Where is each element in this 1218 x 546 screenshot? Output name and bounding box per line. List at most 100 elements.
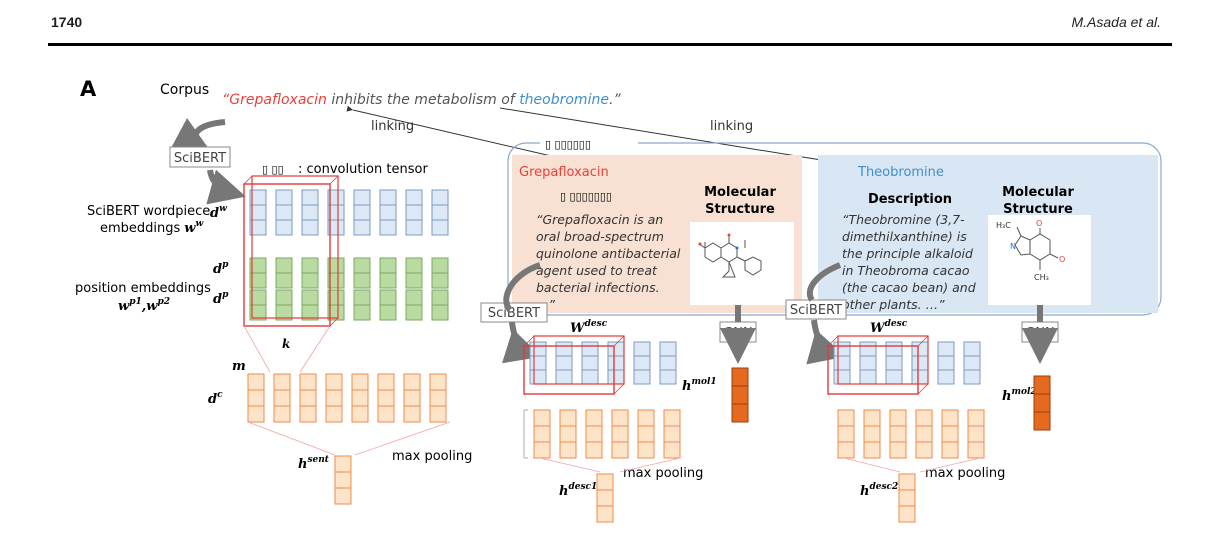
svg-text:(the cacao bean) and: (the cacao bean) and — [842, 280, 976, 295]
tensor-edge — [523, 335, 535, 347]
drug2-atom-labels: H₃C O O N CH₃ — [996, 219, 1065, 282]
svg-text:hdesc1: hdesc1 — [559, 482, 597, 499]
drug2-name: Theobromine — [857, 165, 944, 180]
wordpiece-embedding-cell — [301, 219, 319, 236]
drug2-desc-embedding-cell — [937, 341, 955, 357]
max-pooling-label-drug1: max pooling — [623, 466, 703, 481]
h-desc2-cell — [898, 473, 916, 491]
drug1-desc-embedding-cell — [607, 355, 625, 371]
running-header-authors: M.Asada et al. — [1071, 14, 1162, 30]
drug1-desc-embedding-cell — [581, 369, 599, 385]
conv-feature-cell — [299, 405, 317, 423]
position-embedding-cell — [431, 289, 449, 306]
tensor-edge — [329, 317, 339, 327]
panel-label: A — [80, 77, 97, 101]
svg-text:hmol2: hmol2 — [1002, 387, 1037, 404]
pool-projection — [539, 457, 601, 473]
conv-feature-cell — [429, 405, 447, 423]
h-sent-cell — [334, 471, 352, 489]
drug2-conv-cell — [915, 425, 933, 443]
position-embedding-cell — [327, 272, 345, 289]
drug2-desc-embedding-cell — [833, 355, 851, 371]
svg-text:O: O — [1036, 219, 1042, 228]
conv-feature-cell — [299, 373, 317, 391]
drug2-desc-embedding-cell — [859, 341, 877, 357]
conv-feature-cell — [247, 389, 265, 407]
conv-feature-cell — [403, 389, 421, 407]
position-embedding-cell — [353, 272, 371, 289]
conv-feature-cell — [299, 389, 317, 407]
position-embedding-cell — [431, 257, 449, 274]
sentence-drug2: theobromine — [519, 92, 609, 108]
position-embedding-cell — [249, 304, 267, 321]
drug1-desc-embedding-cell — [607, 369, 625, 385]
wordpiece-embedding-cell — [379, 189, 397, 206]
position-embedding-cell — [275, 257, 293, 274]
svg-text:“Theobromine (3,7-: “Theobromine (3,7- — [842, 212, 965, 227]
drug1-desc-embedding-cell — [633, 355, 651, 371]
wordpiece-embedding-cell — [431, 204, 449, 221]
position-embedding-cell — [301, 272, 319, 289]
h-desc2-cell — [898, 489, 916, 507]
corpus-label: Corpus — [160, 82, 209, 98]
svg-text:CH₃: CH₃ — [1034, 273, 1049, 282]
svg-text:quinolone antibacterial: quinolone antibacterial — [536, 246, 681, 261]
drug1-molecule-drawing — [698, 236, 762, 278]
drug2-conv-cell — [941, 425, 959, 443]
svg-text:“Grepafloxacin is an: “Grepafloxacin is an — [536, 212, 663, 227]
drug1-desc-embedding-cell — [659, 355, 677, 371]
position-embedding-cell — [405, 257, 423, 274]
corpus-sentence: “Grepafloxacin inhibits the metabolism o… — [222, 92, 621, 108]
svg-text:agent used to treat: agent used to treat — [536, 263, 658, 278]
wordpiece-label: SciBERT wordpiece — [87, 204, 210, 219]
drug1-desc-embedding-cell — [529, 341, 547, 357]
wordpiece-embedding-cell — [431, 189, 449, 206]
svg-text:dimethilxanthine) is: dimethilxanthine) is — [842, 229, 967, 244]
tensor-edge — [613, 383, 625, 395]
drug2-desc-embedding-cell — [885, 355, 903, 371]
drug1-conv-cell — [663, 441, 681, 459]
drug2-desc-embedding-cell — [937, 369, 955, 385]
conv-feature-cell — [351, 373, 369, 391]
drug2-conv-cell — [915, 441, 933, 459]
wordpiece-embedding-cell — [301, 189, 319, 206]
drug1-desc-embedding-cell — [581, 355, 599, 371]
conv-feature-cell — [377, 373, 395, 391]
database-title: ▯ ▯▯▯▯▯▯ — [545, 138, 591, 151]
conv-feature-cell — [403, 405, 421, 423]
wordpiece-embedding-cell — [249, 219, 267, 236]
svg-text:dw: dw — [210, 204, 227, 221]
pool-projection — [919, 457, 981, 473]
drug2-molecule-drawing — [1014, 226, 1059, 270]
drug1-conv-cell — [533, 425, 551, 443]
sentence-drug1: Grepafloxacin — [229, 92, 327, 108]
drug2-desc-embedding-cell — [963, 369, 981, 385]
conv-feature-cell — [429, 373, 447, 391]
drug1-desc-embedding-cell — [659, 369, 677, 385]
linking-label-1: linking — [371, 119, 414, 134]
drug2-desc-embedding-cell — [885, 341, 903, 357]
svg-text:SciBERT: SciBERT — [174, 151, 226, 166]
svg-text:SciBERT: SciBERT — [488, 306, 540, 321]
conv-feature-cell — [247, 405, 265, 423]
h-mol1-cell — [731, 403, 749, 423]
h-sent-cell — [334, 455, 352, 473]
drug2-desc-embedding-cell — [911, 355, 929, 371]
svg-text:dc: dc — [208, 390, 223, 407]
wordpiece-embedding-cell — [405, 189, 423, 206]
svg-text:hdesc2: hdesc2 — [860, 482, 898, 499]
drug2-desc-tensor — [827, 345, 919, 395]
drug1-conv-cell — [559, 409, 577, 427]
drug1-desc-embedding-cell — [555, 369, 573, 385]
drug2-description: “Theobromine (3,7- dimethilxanthine) is … — [842, 212, 976, 312]
drug2-desc-embedding-cell — [937, 355, 955, 371]
wordpiece-embedding-cell — [405, 219, 423, 236]
svg-text:other plants. …”: other plants. …” — [842, 297, 945, 312]
conv-feature-cell — [403, 373, 421, 391]
drug1-description: “Grepafloxacin is an oral broad-spectrum… — [536, 212, 681, 312]
conv-feature-cell — [325, 405, 343, 423]
drug2-mol-title-2: Structure — [1003, 202, 1073, 217]
drug1-mol-title-2: Structure — [705, 202, 775, 217]
